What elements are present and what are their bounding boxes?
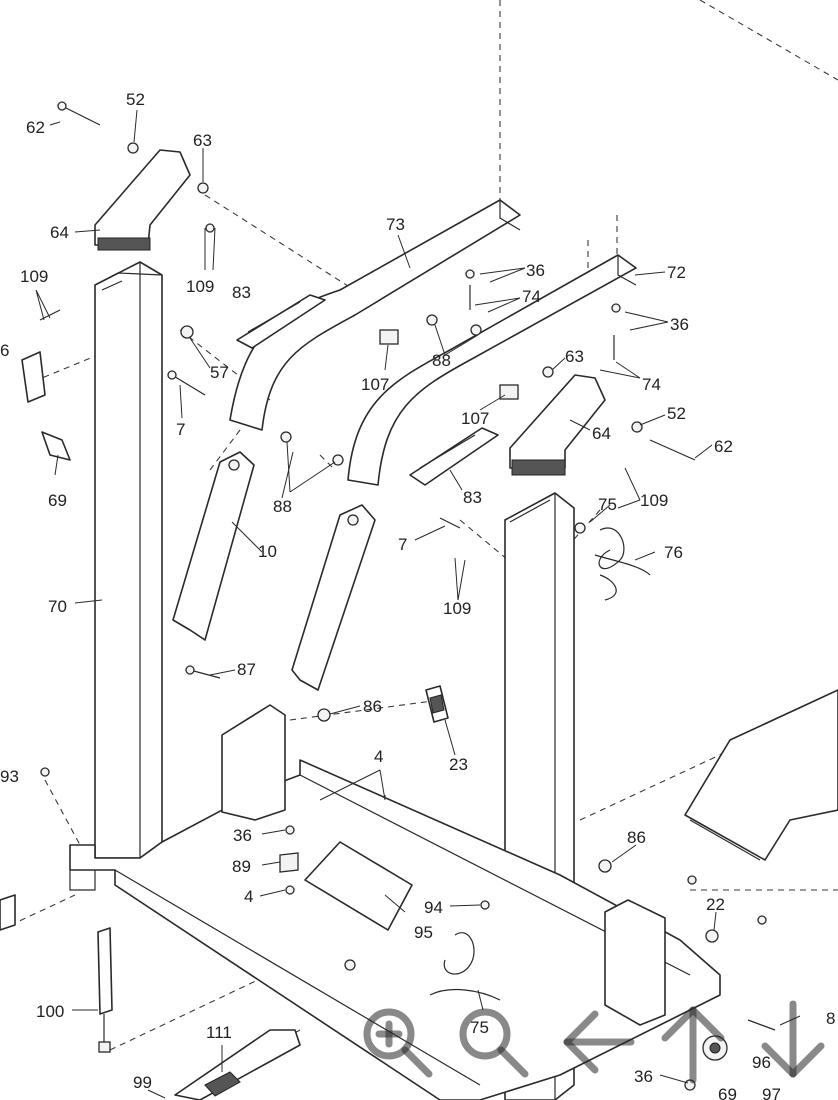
hardware <box>39 101 776 1091</box>
label-36-bottom: 36 <box>634 1067 653 1086</box>
label-74-upper: 74 <box>522 287 541 306</box>
label-109-upper: 109 <box>186 277 214 296</box>
label-95: 95 <box>414 923 433 942</box>
label-72: 72 <box>667 263 686 282</box>
label-107-mid: 107 <box>461 409 489 428</box>
link-arm-10-left <box>172 451 255 641</box>
viewer-controls <box>355 1000 838 1100</box>
label-36-upper: 36 <box>526 261 545 280</box>
arrow-down-icon <box>761 1000 825 1078</box>
label-75-lower: 75 <box>470 1018 489 1037</box>
label-36-right: 36 <box>670 315 689 334</box>
handle-grip-64-mid <box>509 374 606 476</box>
bracket-83-lower <box>409 427 499 486</box>
up-button[interactable] <box>651 1000 735 1084</box>
label-75-upper: 75 <box>598 495 617 514</box>
zoom-in-icon <box>363 1008 433 1078</box>
label-88-lower: 88 <box>273 497 292 516</box>
label-23: 23 <box>449 755 468 774</box>
zoom-out-button[interactable] <box>451 1000 535 1084</box>
label-109-left: 109 <box>20 267 48 286</box>
label-8: 8 <box>826 1009 835 1028</box>
label-4-lower: 4 <box>244 887 253 906</box>
arrow-left-icon <box>563 1010 635 1074</box>
left-upright-70 <box>94 261 163 859</box>
label-86-upper: 86 <box>363 697 382 716</box>
label-109-lower: 109 <box>443 599 471 618</box>
side-parts-left-edge <box>0 351 71 931</box>
motor-cover-right <box>684 689 838 861</box>
label-7-upper: 7 <box>176 420 185 439</box>
zoom-in-button[interactable] <box>355 1000 439 1084</box>
label-10: 10 <box>258 542 277 561</box>
label-57: 57 <box>210 363 229 382</box>
bracket-86-right <box>604 899 666 1026</box>
label-6: 6 <box>0 341 9 360</box>
label-7-lower: 7 <box>398 535 407 554</box>
bracket-83-upper <box>236 294 326 349</box>
label-69-bottom: 69 <box>718 1085 737 1100</box>
label-76: 76 <box>664 543 683 562</box>
label-73: 73 <box>386 215 405 234</box>
previous-button[interactable] <box>555 1000 639 1084</box>
label-83-lower: 83 <box>463 488 482 507</box>
plate-95 <box>304 841 413 931</box>
label-63-top: 63 <box>193 131 212 150</box>
console-23 <box>425 685 449 723</box>
label-93: 93 <box>0 767 19 786</box>
part-labels: 52 62 63 64 109 109 83 73 36 74 72 36 74… <box>0 90 835 1100</box>
label-64-top: 64 <box>50 223 69 242</box>
mount-plate-left <box>221 704 286 821</box>
label-94: 94 <box>424 898 443 917</box>
label-99: 99 <box>133 1073 152 1092</box>
label-96: 96 <box>752 1053 771 1072</box>
foot-111 <box>174 1029 301 1100</box>
zoom-out-icon <box>459 1008 529 1078</box>
upper-tube-72 <box>347 254 637 486</box>
label-111: 111 <box>206 1023 232 1042</box>
label-36-lower: 36 <box>233 826 252 845</box>
label-89: 89 <box>232 857 251 876</box>
handle-grip-64-top <box>94 149 191 251</box>
label-69-left: 69 <box>48 491 67 510</box>
label-4-upper: 4 <box>374 747 383 766</box>
leader-lines <box>35 109 801 1099</box>
label-62-top: 62 <box>26 118 45 137</box>
label-97: 97 <box>762 1085 781 1100</box>
label-109-mid: 109 <box>640 491 668 510</box>
gas-spring-100 <box>97 927 113 1053</box>
label-64-mid: 64 <box>592 424 611 443</box>
wire-harness-76 <box>429 527 651 1001</box>
label-63-mid: 63 <box>565 347 584 366</box>
label-70: 70 <box>48 597 67 616</box>
down-button[interactable] <box>751 1000 835 1084</box>
upper-tube-73 <box>229 199 521 431</box>
label-107-upper: 107 <box>361 375 389 394</box>
label-87: 87 <box>237 660 256 679</box>
label-22: 22 <box>706 895 725 914</box>
arrow-up-icon <box>661 1006 725 1084</box>
label-86-lower: 86 <box>627 828 646 847</box>
label-62-mid: 62 <box>714 437 733 456</box>
label-83-upper: 83 <box>232 283 251 302</box>
label-100: 100 <box>36 1002 64 1021</box>
label-74-right: 74 <box>642 375 661 394</box>
label-88-upper: 88 <box>432 351 451 370</box>
label-52-mid: 52 <box>667 404 686 423</box>
label-52-top: 52 <box>126 90 145 109</box>
link-arm-10-right <box>291 504 376 691</box>
